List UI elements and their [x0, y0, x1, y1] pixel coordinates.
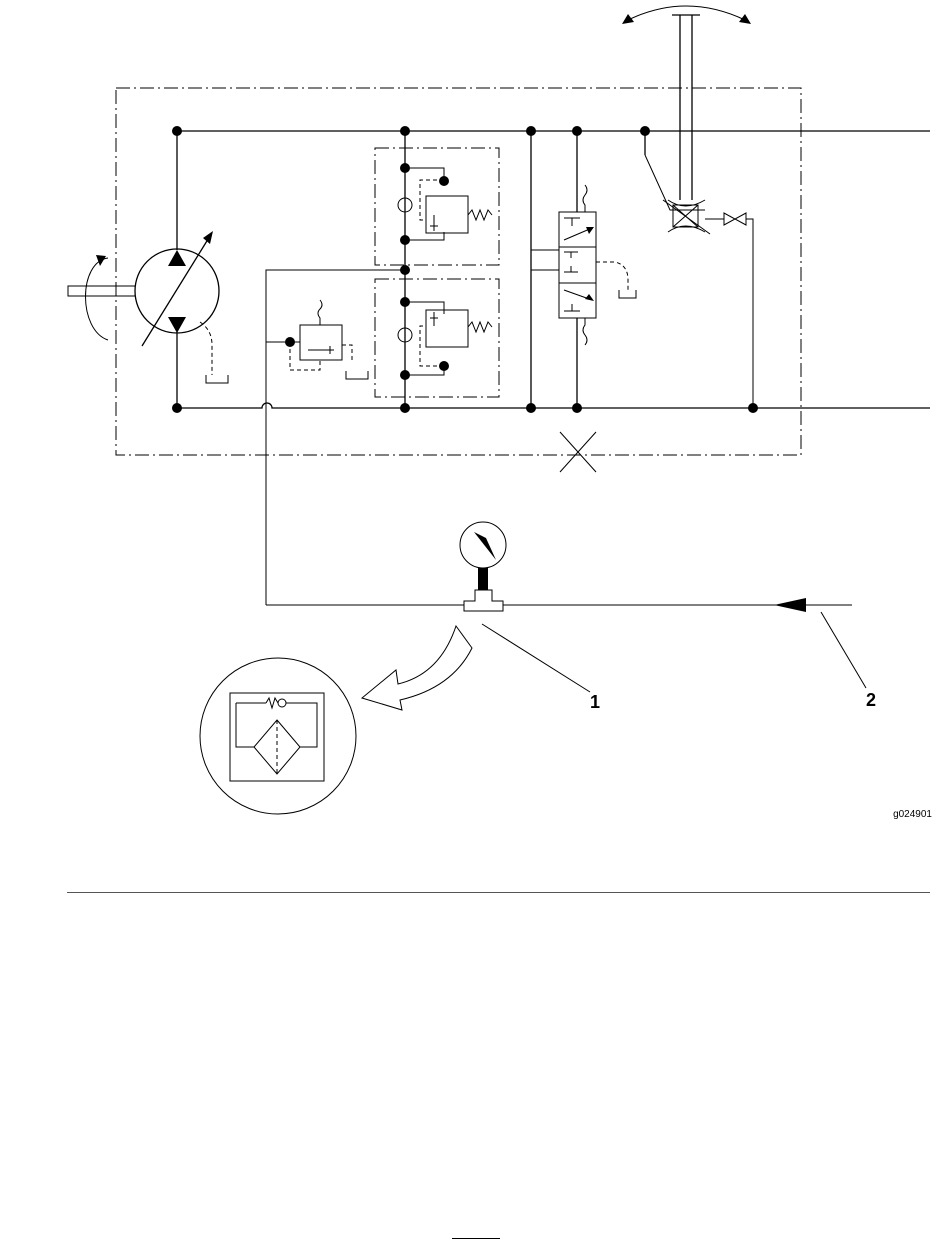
callout-label-2: 2: [866, 690, 876, 710]
flushing-shuttle-valve: [531, 131, 636, 408]
filter-detail-callout: [200, 626, 472, 814]
junction-dots: [172, 126, 758, 413]
bypass-cross-symbol: [560, 432, 596, 472]
pressure-gauge: [460, 522, 506, 611]
callout-leader-2: [821, 612, 866, 688]
page-footer-mark: [452, 1238, 500, 1239]
upper-check-relief-cartridge: [375, 148, 499, 265]
section-divider: [67, 892, 930, 893]
charge-relief-valve: [266, 300, 368, 379]
lower-check-relief-cartridge: [375, 279, 499, 397]
supply-line: [503, 598, 852, 612]
callout-leader-1: [482, 624, 590, 692]
pump-enclosure-boundary: [116, 88, 801, 455]
variable-pump-symbol: [68, 231, 228, 383]
callout-label-1: 1: [590, 692, 600, 712]
figure-id: g024901: [893, 809, 932, 820]
charge-circuit-lines: [266, 131, 464, 605]
control-handle: [622, 6, 753, 408]
